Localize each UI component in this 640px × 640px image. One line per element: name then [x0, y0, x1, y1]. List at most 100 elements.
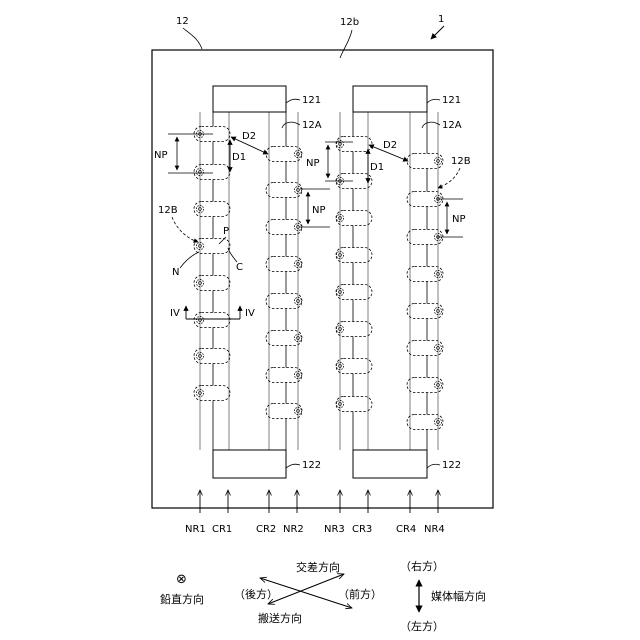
upper-block-right [353, 86, 427, 112]
label-np-mid: NP [312, 205, 326, 216]
pressure-chamber [407, 267, 443, 282]
nozzle [336, 397, 372, 412]
leader-c [228, 248, 237, 262]
nozzle [266, 220, 302, 235]
pressure-chamber [407, 154, 443, 169]
leader-121-right [427, 99, 440, 103]
leader-12A-left [282, 122, 300, 128]
label-iv-right: IV [245, 308, 255, 319]
leader-n [180, 252, 199, 268]
nozzle [407, 154, 443, 169]
nozzle [266, 331, 302, 346]
label-np-far: NP [452, 214, 466, 225]
lower-block-right [353, 450, 427, 478]
leader-nozzle-face [340, 30, 352, 58]
nozzle [336, 322, 372, 337]
row-label-cr4: CR4 [396, 524, 416, 535]
pressure-chamber [407, 341, 443, 356]
pressure-chamber [407, 415, 443, 430]
label-iv-left: IV [170, 308, 180, 319]
row-label-nr2: NR2 [283, 524, 304, 535]
nozzle [266, 404, 302, 419]
label-d1-right: D1 [370, 162, 384, 173]
pressure-chamber [194, 386, 230, 401]
nozzle [336, 359, 372, 374]
nozzle [407, 267, 443, 282]
nozzle [266, 147, 302, 162]
nozzle [266, 183, 302, 198]
nozzle [336, 285, 372, 300]
label-121-left: 121 [302, 95, 321, 106]
legend-crossing: 交差方向 [296, 560, 340, 574]
row-label-cr3: CR3 [352, 524, 372, 535]
label-nozzle-face: 12b [340, 17, 359, 28]
label-head: 12 [176, 16, 189, 27]
nozzle [407, 378, 443, 393]
nozzle [194, 386, 230, 401]
label-12B-left: 12B [158, 205, 178, 216]
nozzle [194, 349, 230, 364]
pressure-chamber [194, 276, 230, 291]
nozzle [407, 304, 443, 319]
pressure-chamber [194, 349, 230, 364]
legend-vertical: 鉛直方向 [160, 592, 204, 606]
leader-122-right [427, 464, 440, 468]
label-122-left: 122 [302, 460, 321, 471]
label-n: N [172, 267, 179, 278]
leader-12B-right [438, 168, 460, 188]
row-label-cr2: CR2 [256, 524, 276, 535]
nozzle [407, 415, 443, 430]
legend-left: （左方） [400, 619, 444, 633]
leader-head [183, 28, 202, 49]
nozzle [336, 248, 372, 263]
legend-right: （右方） [400, 559, 444, 573]
nozzle [194, 276, 230, 291]
legend-width: 媒体幅方向 [431, 589, 486, 603]
nozzle-array [194, 127, 443, 430]
nozzle [336, 211, 372, 226]
label-d2-left: D2 [242, 131, 256, 142]
legend-back: （後方） [234, 587, 278, 601]
pressure-chamber [194, 313, 230, 328]
leader-12A-right [422, 122, 440, 128]
label-c: C [236, 262, 243, 273]
leader-121-left [286, 99, 300, 103]
pressure-chamber [194, 165, 230, 180]
nozzle [194, 239, 230, 254]
label-figure-ref: 1 [438, 14, 444, 25]
label-np-left: NP [154, 150, 168, 161]
legend-transport: 搬送方向 [258, 611, 302, 625]
upper-block-left [213, 86, 286, 112]
pressure-chamber [194, 202, 230, 217]
leader-12B-left [172, 217, 198, 242]
row-label-nr1: NR1 [185, 524, 206, 535]
nozzle [194, 313, 230, 328]
vertical-symbol: ⊗ [176, 572, 187, 587]
crossing-arrow [268, 574, 344, 604]
nozzle [194, 202, 230, 217]
legend-front: （前方） [338, 587, 382, 601]
row-arrows [200, 490, 438, 513]
nozzle [266, 294, 302, 309]
nozzle [407, 341, 443, 356]
label-12B-right: 12B [451, 156, 471, 167]
label-np-right: NP [306, 158, 320, 169]
row-label-nr3: NR3 [324, 524, 345, 535]
label-p: P [223, 226, 229, 237]
label-d1-left: D1 [232, 152, 246, 163]
pressure-chamber [407, 378, 443, 393]
nozzle [336, 137, 372, 152]
row-label-nr4: NR4 [424, 524, 445, 535]
label-12A-right: 12A [442, 120, 462, 131]
pressure-chamber [407, 304, 443, 319]
pressure-chamber [194, 239, 230, 254]
leader-122-left [286, 464, 300, 468]
lower-block-left [213, 450, 286, 478]
label-d2-right: D2 [383, 140, 397, 151]
figure-ref-arrow [431, 26, 444, 39]
row-label-cr1: CR1 [212, 524, 232, 535]
nozzle [266, 368, 302, 383]
label-12A-left: 12A [302, 120, 322, 131]
nozzle [266, 257, 302, 272]
